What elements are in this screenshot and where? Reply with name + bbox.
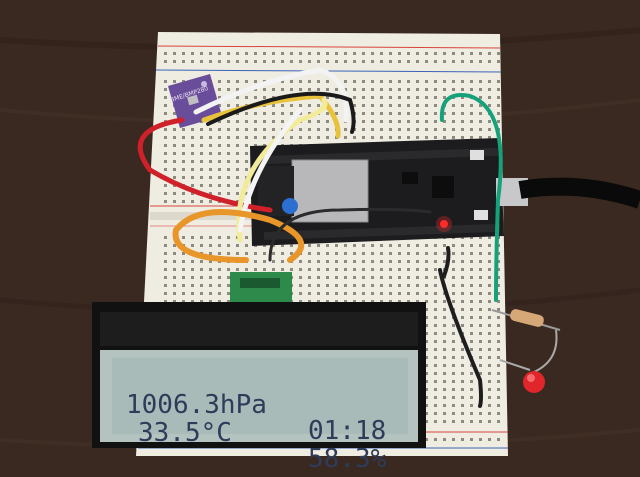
jumper-wires bbox=[137, 67, 503, 408]
blue-capacitor bbox=[282, 198, 298, 214]
sensor-module: BME/BMP280 bbox=[168, 74, 222, 128]
lcd-line-1: 1006.3hPa 01:18 bbox=[104, 366, 420, 444]
temperature-reading: 33.5°C bbox=[138, 418, 232, 448]
time-reading: 01:18 bbox=[308, 416, 387, 446]
lcd-display bbox=[92, 302, 426, 448]
humidity-reading: 58.3% bbox=[308, 444, 387, 474]
usb-cable bbox=[518, 177, 640, 209]
lcd-line-2: 33.5°C 58.3% bbox=[104, 394, 420, 472]
resistor bbox=[491, 309, 561, 331]
esp32-board bbox=[250, 138, 528, 246]
red-led bbox=[499, 329, 558, 393]
pressure-reading: 1006.3hPa bbox=[126, 390, 267, 420]
